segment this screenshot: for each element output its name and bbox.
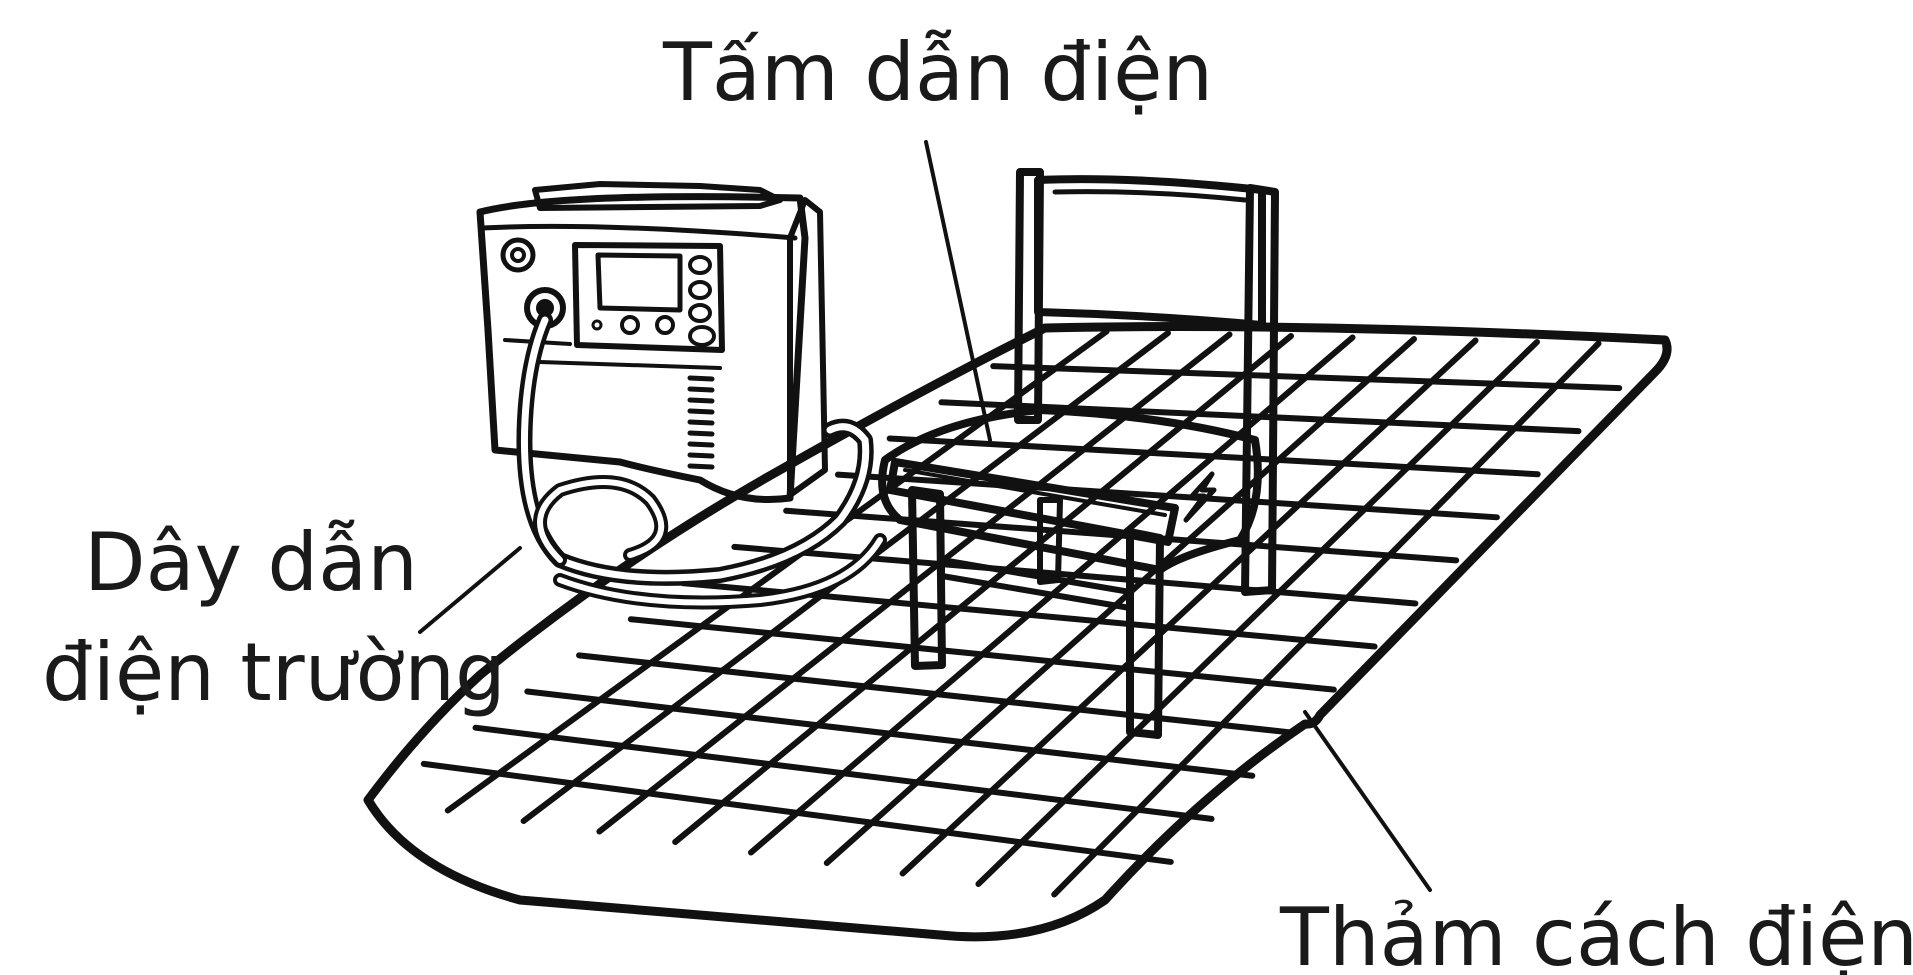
mat-grid-line — [978, 342, 1537, 884]
vent-slot — [690, 422, 712, 423]
label-insulating-mat: Thảm cách điện — [1279, 891, 1913, 975]
vent-slot — [690, 455, 712, 456]
label-field-wire-line1: Dây dẫn — [84, 516, 418, 609]
mat-grid-line — [1054, 344, 1598, 895]
vent-slot — [690, 433, 712, 434]
label-conductive-plate: Tấm dẫn điện — [662, 26, 1213, 119]
leader-field-wire — [420, 548, 520, 632]
leader-insulating-mat — [1305, 712, 1430, 890]
vent-slot — [690, 378, 712, 379]
vent-slot — [690, 466, 712, 467]
leader-conductive-plate — [926, 142, 990, 440]
vent-slot — [690, 400, 712, 401]
lightning-bolt-icon — [1186, 474, 1214, 520]
vent-slot — [690, 411, 712, 412]
vent-slot — [690, 444, 712, 445]
vent-slot — [690, 389, 712, 390]
label-field-wire-line2: điện trường — [42, 626, 506, 719]
